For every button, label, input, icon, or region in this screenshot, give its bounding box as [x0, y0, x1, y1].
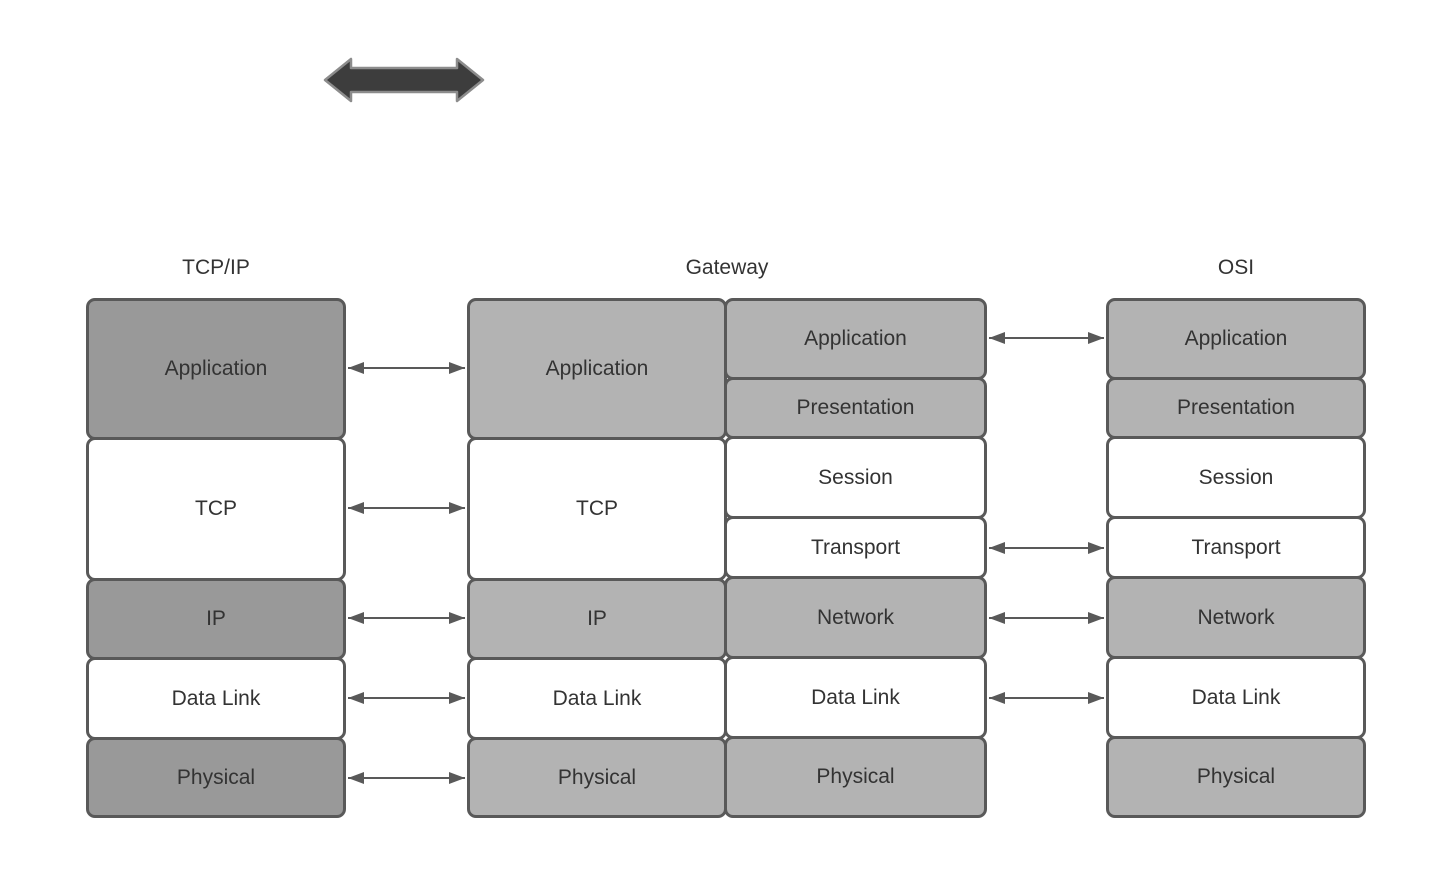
layer-osi-presentation: Presentation [1106, 377, 1366, 439]
layer-gateway-osi-presentation: Presentation [724, 377, 987, 439]
double-headed-arrow-icon [323, 57, 485, 103]
layer-osi-session: Session [1106, 436, 1366, 519]
layer-osi-application: Application [1106, 298, 1366, 380]
connector-gateway-osi-network [989, 612, 1104, 624]
layer-gateway-data-link: Data Link [467, 657, 727, 740]
connector-tcpip-gateway-application [348, 362, 465, 374]
layer-gateway-osi-physical: Physical [724, 736, 987, 818]
connector-tcpip-gateway-tcp [348, 502, 465, 514]
connector-tcpip-gateway-data-link [348, 692, 465, 704]
header-tcpip: TCP/IP [182, 256, 250, 279]
stack-tcpip: Application TCP IP Data Link Physical [86, 298, 346, 818]
connector-gateway-osi-application [989, 332, 1104, 344]
layer-gateway-osi-data-link: Data Link [724, 656, 987, 739]
connector-gateway-osi-transport [989, 542, 1104, 554]
layer-gateway-tcp: TCP [467, 437, 727, 581]
layer-gateway-osi-network: Network [724, 576, 987, 659]
header-gateway: Gateway [685, 256, 769, 279]
layer-gateway-application: Application [467, 298, 727, 440]
layer-gateway-osi-application: Application [724, 298, 987, 380]
stack-gateway-left: Application TCP IP Data Link Physical [467, 298, 727, 818]
connector-gateway-osi-data-link [989, 692, 1104, 704]
layer-tcpip-physical: Physical [86, 737, 346, 818]
stack-gateway-right: Application Presentation Session Transpo… [724, 298, 987, 818]
layer-osi-network: Network [1106, 576, 1366, 659]
layer-tcpip-data-link: Data Link [86, 657, 346, 740]
connector-tcpip-gateway-ip [348, 612, 465, 624]
layer-tcpip-application: Application [86, 298, 346, 440]
layer-osi-physical: Physical [1106, 736, 1366, 818]
layer-gateway-physical: Physical [467, 737, 727, 818]
stack-osi: Application Presentation Session Transpo… [1106, 298, 1366, 818]
layer-osi-transport: Transport [1106, 516, 1366, 579]
connector-tcpip-gateway-physical [348, 772, 465, 784]
layer-tcpip-ip: IP [86, 578, 346, 660]
layer-gateway-ip: IP [467, 578, 727, 660]
layer-gateway-osi-session: Session [724, 436, 987, 519]
layer-tcpip-tcp: TCP [86, 437, 346, 581]
layer-osi-data-link: Data Link [1106, 656, 1366, 739]
layer-gateway-osi-transport: Transport [724, 516, 987, 579]
header-osi: OSI [1217, 256, 1255, 279]
